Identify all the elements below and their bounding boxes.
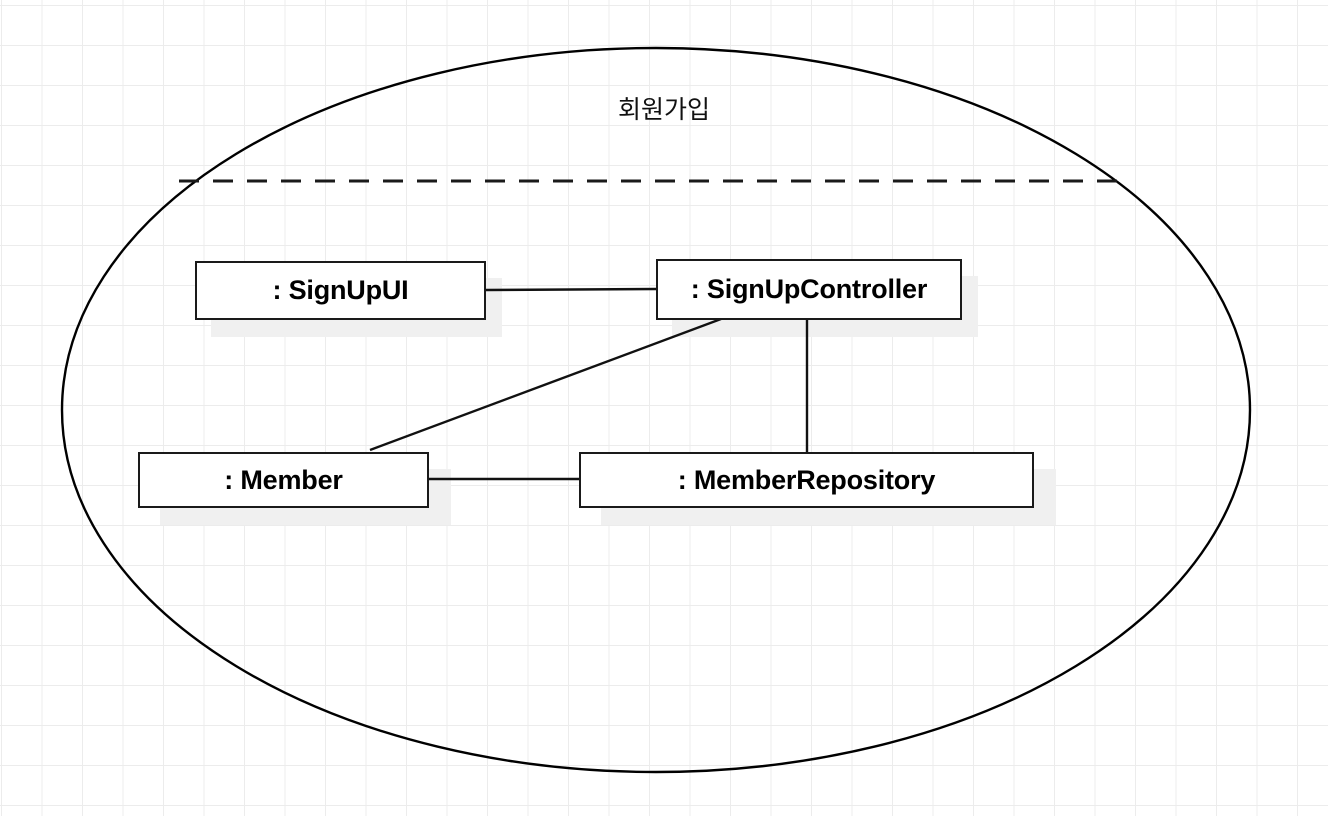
system-boundary-ellipse: [60, 46, 1252, 774]
object-node-label: : MemberRepository: [677, 464, 936, 495]
object-node-signupui[interactable]: : SignUpUI: [195, 261, 486, 320]
object-node-label: : SignUpUI: [272, 275, 409, 305]
link-signupui-signupcontroller: [485, 287, 658, 292]
object-node-label: : Member: [224, 464, 343, 495]
object-node-label: : SignUpController: [690, 274, 928, 304]
boundary-title: 회원가입: [617, 96, 710, 124]
object-node-member[interactable]: : Member: [138, 452, 429, 508]
object-node-memberrepository[interactable]: : MemberRepository: [579, 452, 1034, 508]
link-signupcontroller-member: [369, 317, 722, 452]
object-node-signupcontroller[interactable]: : SignUpController: [656, 259, 962, 320]
